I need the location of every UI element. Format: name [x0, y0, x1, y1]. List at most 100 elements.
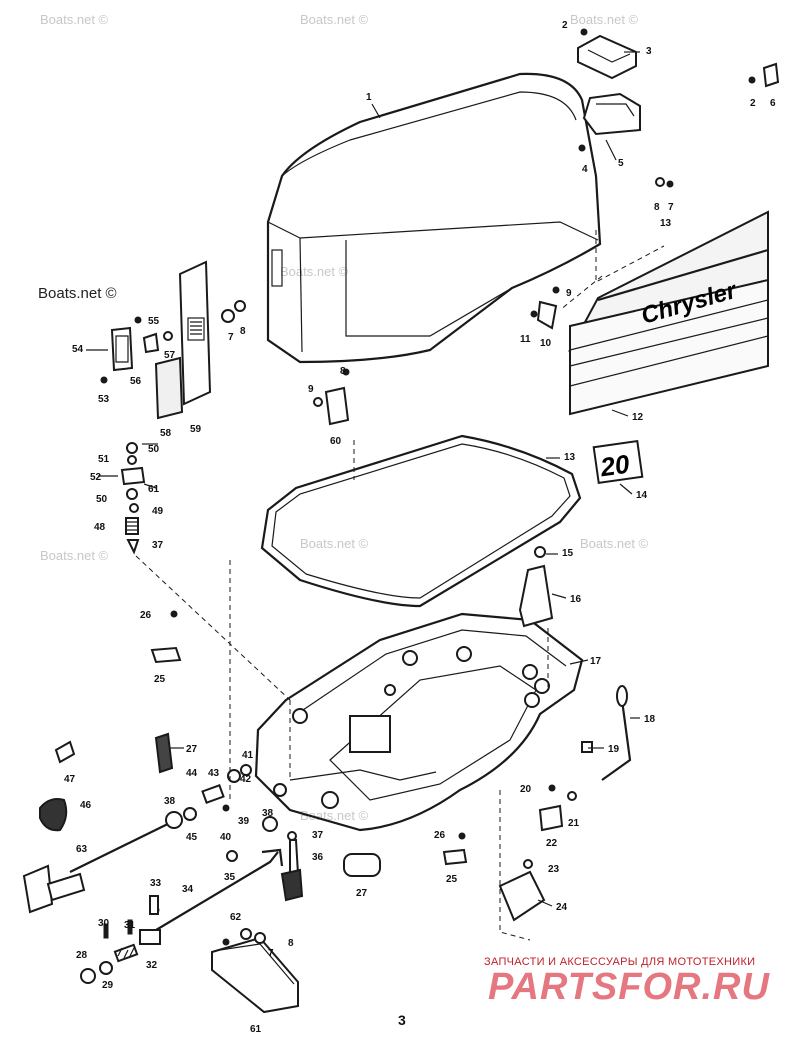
- callout: 23: [548, 864, 560, 875]
- callout: 26: [140, 610, 152, 621]
- callout: 53: [98, 394, 110, 405]
- watermark: Boats.net ©: [580, 536, 649, 551]
- callout: 27: [186, 744, 198, 755]
- bracket-16: [518, 546, 554, 628]
- watermark: Boats.net ©: [300, 12, 369, 27]
- washers: [221, 300, 246, 323]
- callout: 33: [150, 878, 162, 889]
- callout: 20: [520, 784, 532, 795]
- callout: 11: [520, 334, 531, 345]
- callout: 52: [90, 472, 102, 483]
- callout: 8: [288, 938, 294, 949]
- callout: 16: [570, 594, 582, 605]
- callout: 8: [240, 326, 246, 337]
- watermark: Boats.net ©: [38, 285, 117, 302]
- bottom-pan: [254, 612, 584, 832]
- callout: 8: [340, 366, 346, 377]
- callout: 9: [566, 288, 572, 299]
- callout: 2: [562, 20, 568, 31]
- callout: 61: [250, 1024, 262, 1035]
- callout: 44: [186, 768, 198, 779]
- linkage-parts: [154, 732, 252, 862]
- callout: 56: [130, 376, 142, 387]
- callout: 60: [330, 436, 342, 447]
- callout: 31: [124, 920, 136, 931]
- callout: 6: [770, 98, 776, 109]
- model-number: 20: [598, 449, 632, 483]
- throttle-parts: [22, 740, 181, 914]
- seal: [260, 434, 582, 608]
- callout: 36: [312, 852, 324, 863]
- callout: 22: [546, 838, 558, 849]
- callout: 12: [632, 412, 644, 423]
- callout: 38: [262, 808, 274, 819]
- callout: 50: [148, 444, 160, 455]
- clip: [530, 286, 560, 330]
- callout: 43: [208, 768, 220, 779]
- callout: 46: [80, 800, 92, 811]
- callout: 54: [72, 344, 84, 355]
- watermark: Boats.net ©: [300, 536, 369, 551]
- callout: 1: [366, 92, 372, 103]
- callout: 49: [152, 506, 164, 517]
- pad-27: [343, 853, 381, 877]
- callout: 8: [654, 202, 660, 213]
- callout: 3: [646, 46, 652, 57]
- cable: [581, 685, 632, 781]
- chrysler-decal: Chrysler: [568, 210, 769, 416]
- page-number: 3: [398, 1012, 406, 1028]
- callout: 55: [148, 316, 160, 327]
- model-decal: 20: [592, 439, 644, 485]
- leader-lines: [135, 230, 665, 941]
- callout: 24: [556, 902, 568, 913]
- callout: 34: [182, 884, 194, 895]
- callout: 45: [186, 832, 198, 843]
- spring-assembly: [80, 919, 139, 984]
- latch-bracket: [577, 28, 780, 188]
- callout: 7: [268, 948, 274, 959]
- callout-leaders: [86, 51, 640, 907]
- watermark: Boats.net ©: [40, 12, 109, 27]
- watermark: Boats.net ©: [40, 548, 109, 563]
- callout: 38: [164, 796, 176, 807]
- callout: 13: [564, 452, 576, 463]
- callout: 58: [160, 428, 172, 439]
- callout: 50: [96, 494, 108, 505]
- callout: 17: [590, 656, 602, 667]
- callout: 57: [164, 350, 176, 361]
- grill-cover: [154, 260, 212, 420]
- callout: 32: [146, 960, 158, 971]
- callout: 30: [98, 918, 110, 929]
- watermark: Boats.net ©: [300, 808, 369, 823]
- callout: 48: [94, 522, 106, 533]
- callout: 5: [618, 158, 624, 169]
- watermark: Boats.net ©: [280, 264, 349, 279]
- callout: 42: [240, 774, 252, 785]
- callout: 37: [312, 830, 324, 841]
- callout: 39: [238, 816, 250, 827]
- footer-logo: PARTSFOR.RU: [488, 966, 770, 1008]
- callout: 21: [568, 818, 580, 829]
- watermark-layer: Boats.net © Boats.net © Boats.net © Boat…: [38, 12, 649, 823]
- callout: 62: [230, 912, 242, 923]
- watermark: Boats.net ©: [570, 12, 639, 27]
- callout: 28: [76, 950, 88, 961]
- callout: 25: [446, 874, 458, 885]
- callout: 18: [644, 714, 656, 725]
- callout: 63: [76, 844, 88, 855]
- right-lower-parts: [442, 784, 577, 922]
- clamp: [150, 610, 182, 664]
- callout: 59: [190, 424, 202, 435]
- callout: 4: [582, 164, 588, 175]
- callout: 27: [356, 888, 368, 899]
- callout: 37: [152, 540, 164, 551]
- callout: 40: [220, 832, 232, 843]
- callout: 19: [608, 744, 620, 755]
- callout: 25: [154, 674, 166, 685]
- callout: 7: [228, 332, 234, 343]
- callout: 13: [660, 218, 672, 229]
- motor-cover: [266, 72, 602, 364]
- callout-labels: 1 2 3 2 6 4 5 8 7 13 9 11 10 12 13 14 7 …: [64, 20, 776, 1035]
- callout: 2: [750, 98, 756, 109]
- arm-36: [262, 816, 304, 902]
